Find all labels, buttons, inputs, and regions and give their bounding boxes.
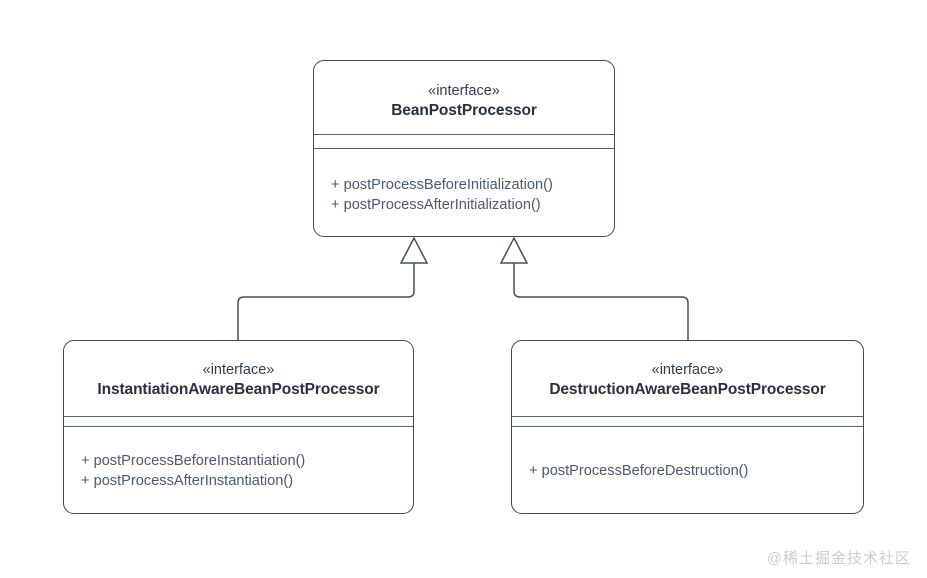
class-header-bean-post-processor: «interface» BeanPostProcessor: [314, 61, 614, 121]
class-box-destruction-aware-bean-post-processor[interactable]: «interface» DestructionAwareBeanPostProc…: [511, 340, 864, 514]
class-stereotype: «interface»: [428, 83, 500, 99]
class-methods-bean-post-processor: + postProcessBeforeInitialization() + po…: [314, 175, 614, 215]
inheritance-arrowhead-right: [499, 236, 529, 264]
method-item: + postProcessBeforeInstantiation(): [81, 453, 306, 469]
watermark-label: @稀土掘金技术社区: [766, 550, 911, 567]
method-item: + postProcessAfterInitialization(): [331, 197, 541, 213]
class-box-instantiation-aware-bean-post-processor[interactable]: «interface» InstantiationAwareBeanPostPr…: [63, 340, 414, 514]
method-item: + postProcessAfterInstantiation(): [81, 473, 294, 489]
class-methods-instantiation-aware: + postProcessBeforeInstantiation() + pos…: [64, 451, 413, 491]
class-stereotype: «interface»: [651, 362, 724, 378]
class-name: InstantiationAwareBeanPostProcessor: [97, 380, 380, 398]
method-item: + postProcessBeforeInitialization(): [331, 177, 553, 193]
class-name: DestructionAwareBeanPostProcessor: [549, 380, 826, 398]
compartment-divider-attributes-bottom: [314, 148, 614, 149]
class-methods-destruction-aware: + postProcessBeforeDestruction(): [512, 461, 863, 481]
method-item: + postProcessBeforeDestruction(): [529, 463, 749, 479]
generalization-line-destruction-aware: [513, 263, 689, 340]
inheritance-arrowhead-left: [399, 236, 429, 264]
class-name: BeanPostProcessor: [391, 101, 537, 119]
compartment-divider-attributes-top: [314, 134, 614, 135]
class-header-instantiation-aware: «interface» InstantiationAwareBeanPostPr…: [64, 341, 413, 400]
class-stereotype: «interface»: [202, 362, 275, 378]
compartment-divider-attributes-top: [512, 416, 863, 417]
generalization-line-instantiation-aware: [237, 263, 415, 340]
class-box-bean-post-processor[interactable]: «interface» BeanPostProcessor + postProc…: [313, 60, 615, 237]
class-header-destruction-aware: «interface» DestructionAwareBeanPostProc…: [512, 341, 863, 400]
compartment-divider-attributes-bottom: [64, 426, 413, 427]
compartment-divider-attributes-bottom: [512, 426, 863, 427]
compartment-divider-attributes-top: [64, 416, 413, 417]
